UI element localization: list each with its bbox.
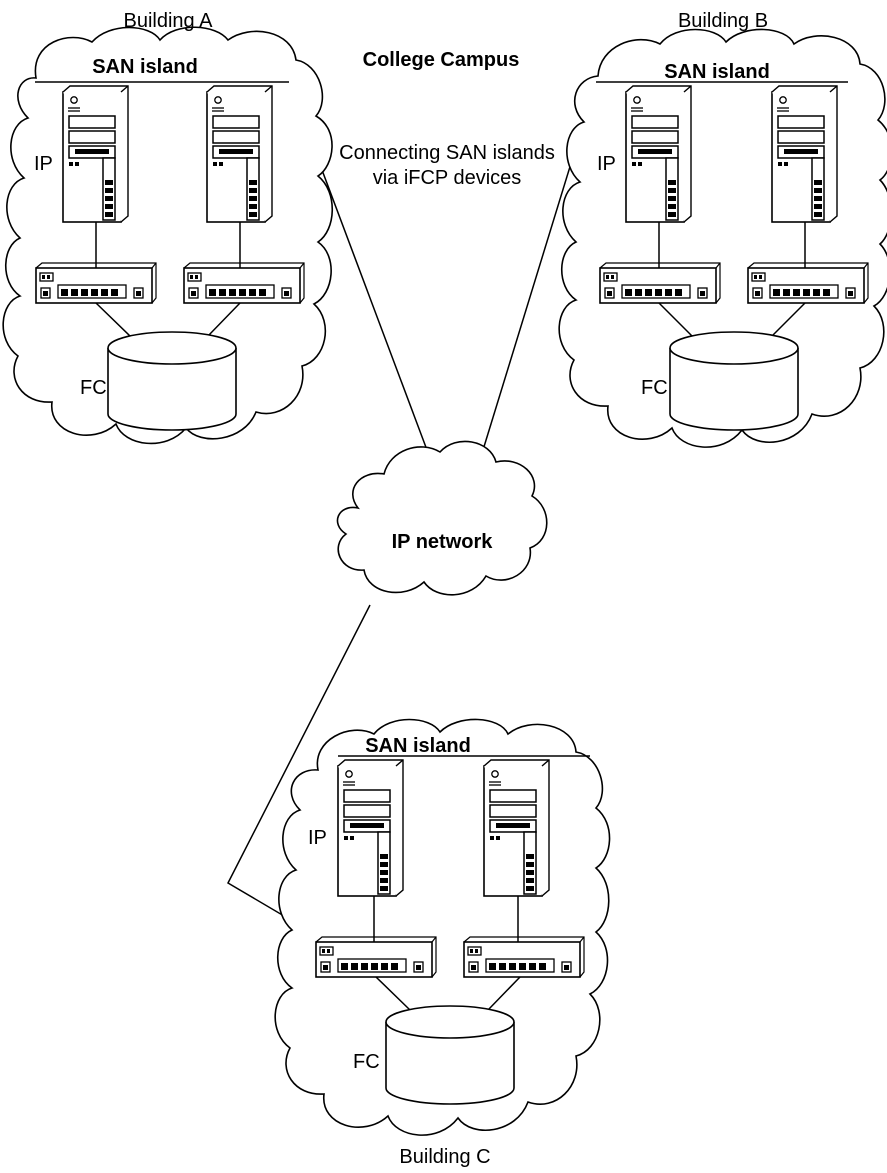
building-a-name: Building A (124, 10, 214, 32)
server-tower-icon (626, 86, 691, 222)
ifcp-gateway-icon (464, 937, 584, 977)
building-b-fc-label: FC (641, 377, 668, 399)
diagram-subtitle-line-1: Connecting SAN islands (339, 142, 555, 164)
ifcp-gateway-icon (748, 263, 868, 303)
building-b-island-label: SAN island (664, 61, 770, 83)
ip-network-label: IP network (392, 531, 494, 553)
building-c-ip-label: IP (308, 827, 327, 849)
building-c-island-label: SAN island (365, 735, 471, 757)
ifcp-gateway-icon (316, 937, 436, 977)
building-a-ip-label: IP (34, 153, 53, 175)
diagram-title: College Campus (363, 49, 520, 71)
fc-storage-disk-icon (670, 332, 798, 430)
building-b-name: Building B (678, 10, 768, 32)
server-tower-icon (338, 760, 403, 896)
building-c-name: Building C (399, 1146, 490, 1168)
building-b-ip-label: IP (597, 153, 616, 175)
ifcp-gateway-icon (36, 263, 156, 303)
fc-storage-disk-icon (386, 1006, 514, 1104)
building-a-fc-label: FC (80, 377, 107, 399)
server-tower-icon (207, 86, 272, 222)
diagram-subtitle-line-2: via iFCP devices (373, 167, 522, 189)
server-tower-icon (772, 86, 837, 222)
ifcp-gateway-icon (184, 263, 304, 303)
server-tower-icon (63, 86, 128, 222)
ip-network-cloud (337, 441, 546, 594)
fc-storage-disk-icon (108, 332, 236, 430)
ifcp-gateway-icon (600, 263, 720, 303)
building-a-island-label: SAN island (92, 56, 198, 78)
server-tower-icon (484, 760, 549, 896)
building-c-fc-label: FC (353, 1051, 380, 1073)
